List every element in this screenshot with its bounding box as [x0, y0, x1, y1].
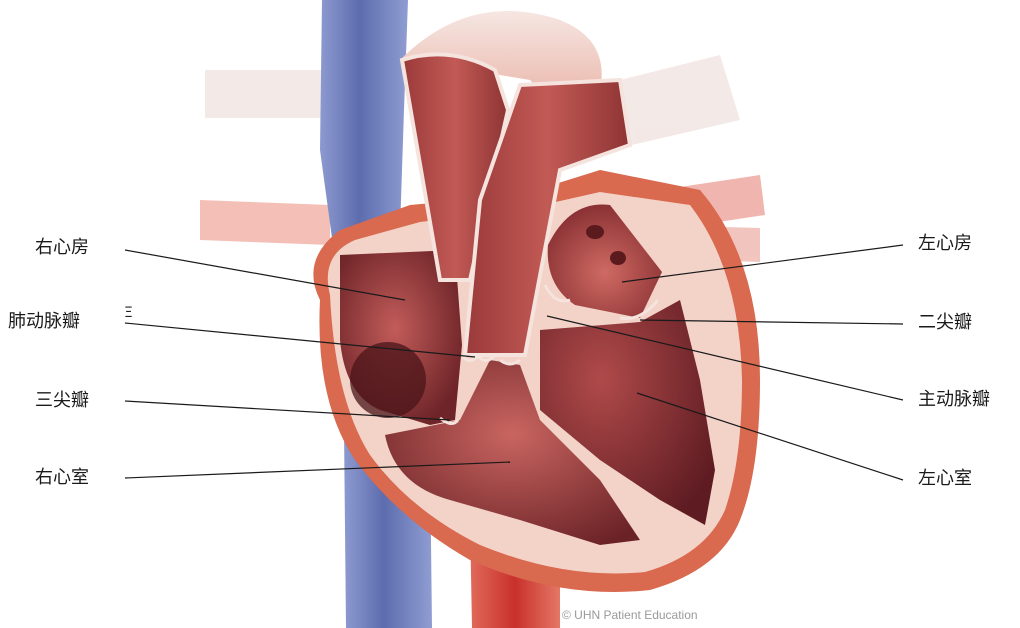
credit-text: © UHN Patient Education [562, 608, 698, 622]
label-left-atrium: 左心房 [918, 233, 972, 255]
pulmonary-vein-opening-2 [610, 251, 626, 265]
label-aortic-valve: 主动脉瓣 [918, 389, 990, 411]
label-tricuspid-valve: 三尖瓣 [35, 390, 89, 412]
stray-marker: Ξ [124, 306, 133, 320]
pulmonary-vein-opening-1 [586, 225, 604, 239]
label-right-ventricle: 右心室 [35, 467, 89, 489]
label-mitral-valve: 二尖瓣 [918, 312, 972, 334]
label-pulmonary-valve: 肺动脉瓣 [8, 311, 80, 333]
label-left-ventricle: 左心室 [918, 468, 972, 490]
ivc-opening [350, 342, 426, 418]
label-right-atrium: 右心房 [35, 237, 89, 259]
